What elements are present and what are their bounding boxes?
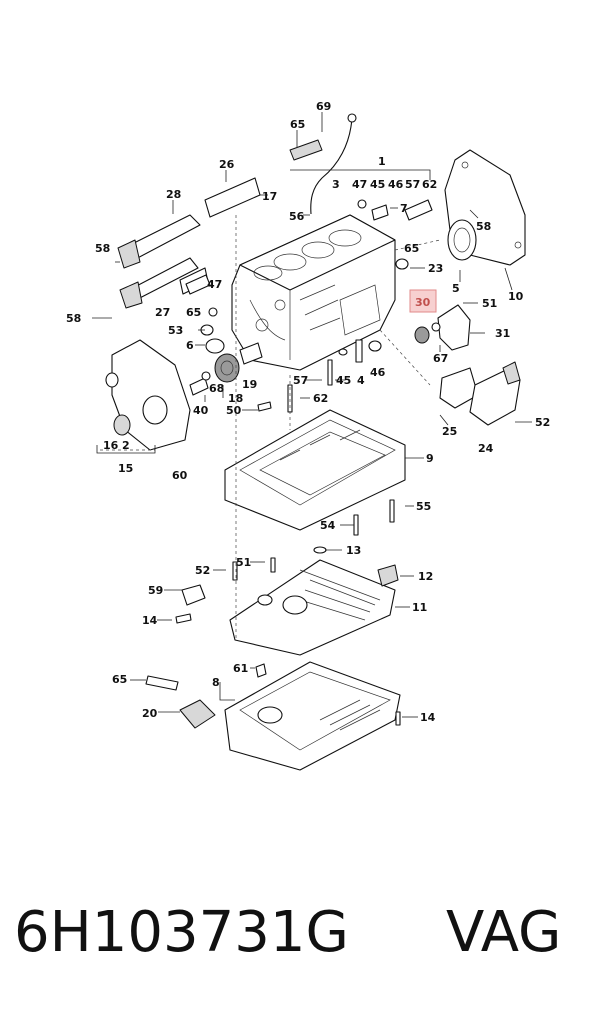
callout-label: 8 (212, 676, 220, 689)
callout-label: 18 (228, 392, 243, 405)
callout-label: 45 (370, 178, 385, 191)
callout-label: 51 (236, 556, 251, 569)
callout-label: 58 (95, 242, 110, 255)
callout-label: 57 (293, 374, 308, 387)
callout-label: 5 (452, 282, 460, 295)
callout-label: 20 (142, 707, 158, 720)
block-bolts (257, 199, 433, 413)
callout-label: 59 (148, 584, 163, 597)
callout-label: 11 (412, 601, 427, 614)
callout-label: 23 (428, 262, 443, 275)
callout-label: 27 (155, 306, 170, 319)
callout-label: 17 (262, 190, 277, 203)
callout-label: 65 (404, 242, 419, 255)
callout-label: 9 (426, 452, 434, 465)
callout-label: 19 (242, 378, 257, 391)
callout-label: 14 (142, 614, 158, 627)
upper-oil-pan (175, 546, 399, 656)
part-number: 6H103731G (14, 900, 349, 965)
callout-label: 58 (476, 220, 491, 233)
callout-label: 68 (209, 382, 224, 395)
callout-label: 69 (316, 100, 331, 113)
callout-label: 28 (166, 188, 181, 201)
oil-pump-assembly (414, 304, 521, 426)
callout-label: 60 (172, 469, 188, 482)
callout-label: 52 (535, 416, 550, 429)
callout-label: 45 (336, 374, 351, 387)
callout-label: 10 (508, 290, 524, 303)
callout-label: 62 (313, 392, 328, 405)
callout-label: 54 (320, 519, 336, 532)
rear-cover-plate (444, 149, 526, 266)
bedplate (224, 409, 406, 536)
callout-label: 56 (289, 210, 305, 223)
callout-label: 61 (233, 662, 248, 675)
callout-label: 16 (103, 439, 119, 452)
timing-cover (105, 339, 191, 451)
callout-label: 46 (388, 178, 404, 191)
balance-shafts (117, 177, 261, 309)
callout-label: 57 (405, 178, 420, 191)
lower-oil-pan (145, 661, 401, 771)
callout-label: 30 (415, 296, 431, 309)
callout-label: 62 (422, 178, 437, 191)
engine-block (231, 214, 396, 371)
callout-label: 40 (193, 404, 209, 417)
callout-label: 13 (346, 544, 361, 557)
callout-label: 50 (226, 404, 242, 417)
callout-label: 65 (290, 118, 305, 131)
callout-label: 6 (186, 339, 194, 352)
callout-label: 2 (122, 439, 130, 452)
small-parts-cluster (185, 274, 263, 396)
highlighted-callout-box (409, 289, 437, 313)
assembly-lines (100, 215, 441, 640)
callout-label: 51 (482, 297, 497, 310)
callout-label: 7 (400, 202, 408, 215)
callout-labels: 69 65 1 26 3 47 45 46 57 62 28 17 56 7 5… (66, 100, 550, 724)
exploded-parts-diagram: 69 65 1 26 3 47 45 46 57 62 28 17 56 7 5… (66, 100, 550, 771)
callout-label: 58 (66, 312, 81, 325)
callout-label: 65 (112, 673, 127, 686)
callout-label: 4 (357, 374, 365, 387)
callout-label: 67 (433, 352, 448, 365)
dipstick (289, 113, 357, 215)
callout-label: 3 (332, 178, 340, 191)
callout-label: 47 (352, 178, 367, 191)
callout-label: 24 (478, 442, 494, 455)
callout-label: 46 (370, 366, 386, 379)
callout-label: 12 (418, 570, 433, 583)
callout-label: 53 (168, 324, 183, 337)
callout-label: 14 (420, 711, 436, 724)
callout-label: 52 (195, 564, 210, 577)
callout-label: 15 (118, 462, 133, 475)
callout-label: 26 (219, 158, 235, 171)
callout-label: 65 (186, 306, 201, 319)
callout-label: 1 (378, 155, 386, 168)
callout-label: 31 (495, 327, 510, 340)
leader-lines (92, 112, 532, 718)
callout-label: 47 (207, 278, 222, 291)
brand-name: VAG (446, 900, 562, 965)
callout-label: 55 (416, 500, 431, 513)
callout-label: 25 (442, 425, 457, 438)
